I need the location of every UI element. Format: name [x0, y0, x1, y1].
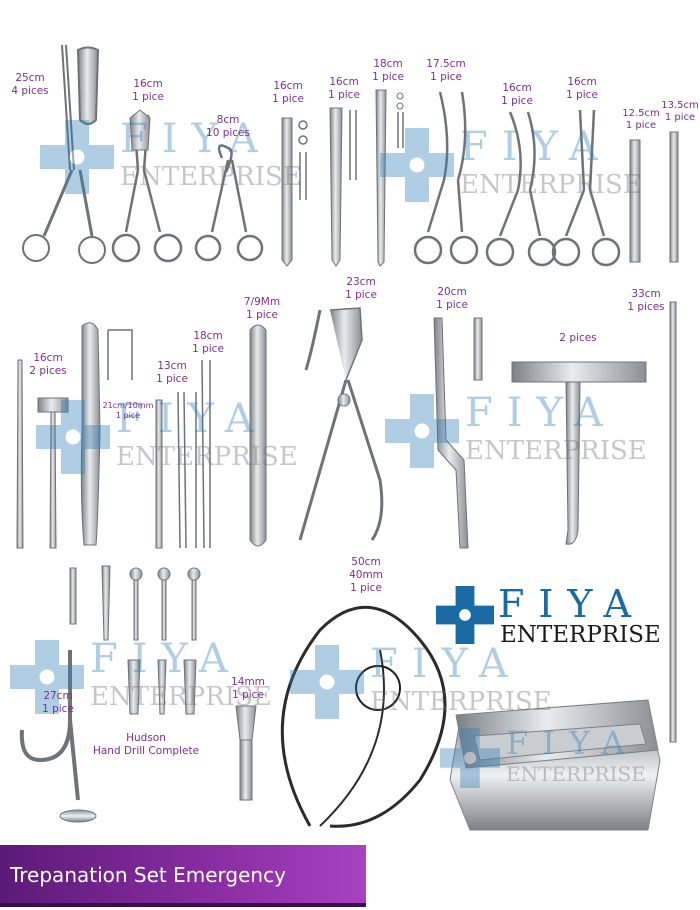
probe-and-hooks — [155, 359, 211, 549]
straight-scissors — [551, 109, 621, 267]
brand-cross-icon — [36, 400, 110, 474]
brand-cross-icon — [10, 640, 84, 714]
brand-logo: FIYA ENTERPRISE — [436, 582, 666, 648]
tissue-forceps-2 — [329, 107, 357, 267]
t-handle-hook — [511, 361, 647, 545]
watermark-word2: ENTERPRISE — [465, 436, 647, 466]
watermark-word1: FIYA — [370, 641, 522, 687]
watermark-word1: FIYA — [116, 396, 268, 442]
label-t-handle: 2 pices — [559, 332, 597, 344]
watermark-word2: ENTERPRISE — [370, 687, 552, 717]
retractor-7-9mm — [249, 324, 267, 547]
instrument-tray — [449, 699, 661, 831]
perforator-14mm — [235, 705, 257, 801]
watermark-6: FIYA ENTERPRISE — [290, 641, 560, 725]
hudson-hand-drill — [19, 650, 97, 823]
watermark-5: FIYA ENTERPRISE — [10, 636, 280, 720]
watermark-word2: ENTERPRISE — [506, 762, 646, 786]
watermark-word2: ENTERPRISE — [460, 170, 642, 200]
gigli-saw-wire — [280, 605, 447, 828]
watermark-word1: FIYA — [120, 116, 272, 162]
scalpel-handle-1 — [629, 139, 641, 263]
watermark-7: FIYA ENTERPRISE — [440, 724, 680, 798]
hemostat-forceps — [111, 109, 183, 263]
watermark-3: FIYA ENTERPRISE — [36, 396, 306, 480]
gigli-saw-guide — [669, 301, 677, 743]
brand-cross-icon — [40, 120, 114, 194]
watermark-word1: FIYA — [506, 724, 639, 762]
towel-clamp — [194, 144, 264, 262]
brand-word1: FIYA — [498, 582, 645, 626]
watermark-word1: FIYA — [460, 124, 612, 170]
brand-cross-icon — [380, 128, 454, 202]
watermark-1: FIYA ENTERPRISE — [40, 116, 310, 200]
watermark-word2: ENTERPRISE — [120, 162, 302, 192]
brand-cross-icon — [385, 394, 459, 468]
brand-cross-icon — [436, 586, 494, 644]
retractors — [16, 359, 69, 549]
watermark-2: FIYA ENTERPRISE — [380, 124, 670, 208]
periosteal-elevator — [80, 322, 133, 546]
sponge-holding-forceps — [22, 44, 106, 264]
metzenbaum-scissors — [413, 91, 479, 265]
brand-word2: ENTERPRISE — [500, 622, 661, 648]
bone-rongeur — [298, 307, 384, 541]
watermark-word2: ENTERPRISE — [116, 442, 298, 472]
watermark-word1: FIYA — [90, 636, 242, 682]
watermark-4: FIYA ENTERPRISE — [385, 390, 675, 474]
dressing-forceps — [375, 89, 404, 267]
drill-bits — [69, 565, 201, 715]
title-banner: Trepanation Set Emergency — [0, 845, 366, 907]
scalpel-handle-2 — [669, 131, 679, 263]
brand-cross-icon — [290, 645, 364, 719]
tissue-forceps-1 — [281, 117, 308, 267]
watermark-word2: ENTERPRISE — [90, 682, 272, 712]
brand-cross-icon — [440, 728, 500, 788]
curved-scissors — [485, 111, 557, 267]
watermark-word1: FIYA — [465, 390, 617, 436]
bayonet-forceps — [433, 317, 483, 549]
banner-title: Trepanation Set Emergency — [10, 863, 286, 887]
